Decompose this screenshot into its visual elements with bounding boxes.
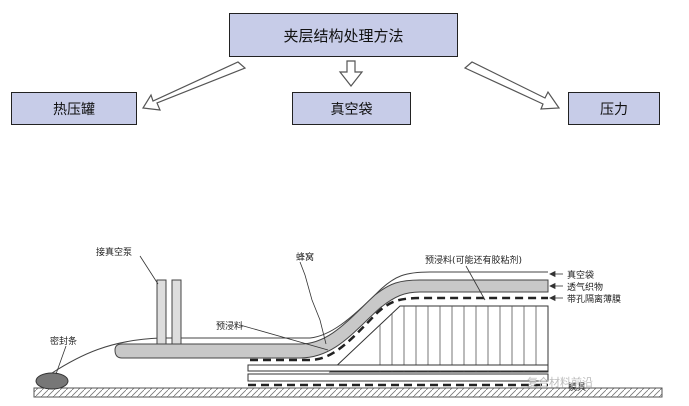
method-vacuum-bag-box: 真空袋 [292,92,411,125]
label-prepreg-left: 预浸料 [216,322,244,332]
vacuum-pump-port [156,279,182,351]
method-autoclave-label: 热压罐 [53,101,95,118]
label-honeycomb: 蜂窝 [296,253,315,263]
method-vacuum-bag-label: 真空袋 [330,101,373,118]
arrow-to-vacuum-bag [338,60,364,87]
label-tool-plate: 模具 [568,383,587,393]
method-pressure-label: 压力 [600,101,628,118]
label-vacuum-bag: 真空袋 [567,271,595,281]
label-perforated-film: 带孔隔离薄膜 [567,295,622,305]
arrow-to-autoclave [141,61,247,111]
label-sealant: 密封条 [50,337,78,347]
method-autoclave-box: 热压罐 [11,92,137,125]
label-breather: 透气织物 [567,283,604,293]
method-root-box: 夹层结构处理方法 [229,13,458,57]
method-pressure-box: 压力 [568,92,660,125]
watermark-text: 复合材料前沿 [527,376,593,389]
prepreg-bottom-layers [247,364,549,387]
arrow-to-pressure [463,61,561,110]
method-root-label: 夹层结构处理方法 [283,26,404,45]
side-arrows [549,270,563,302]
tool-plate [33,387,663,398]
label-vacuum-pump: 接真空泵 [96,248,133,258]
breather-layer [114,279,549,359]
sealant-strip [35,372,69,390]
leader-lines [55,255,486,375]
perforated-film [250,296,548,362]
vacuum-bag-line [51,271,548,374]
label-prepreg-top: 预浸料(可能还有胶粘剂) [425,256,523,266]
honeycomb-core [328,305,549,373]
